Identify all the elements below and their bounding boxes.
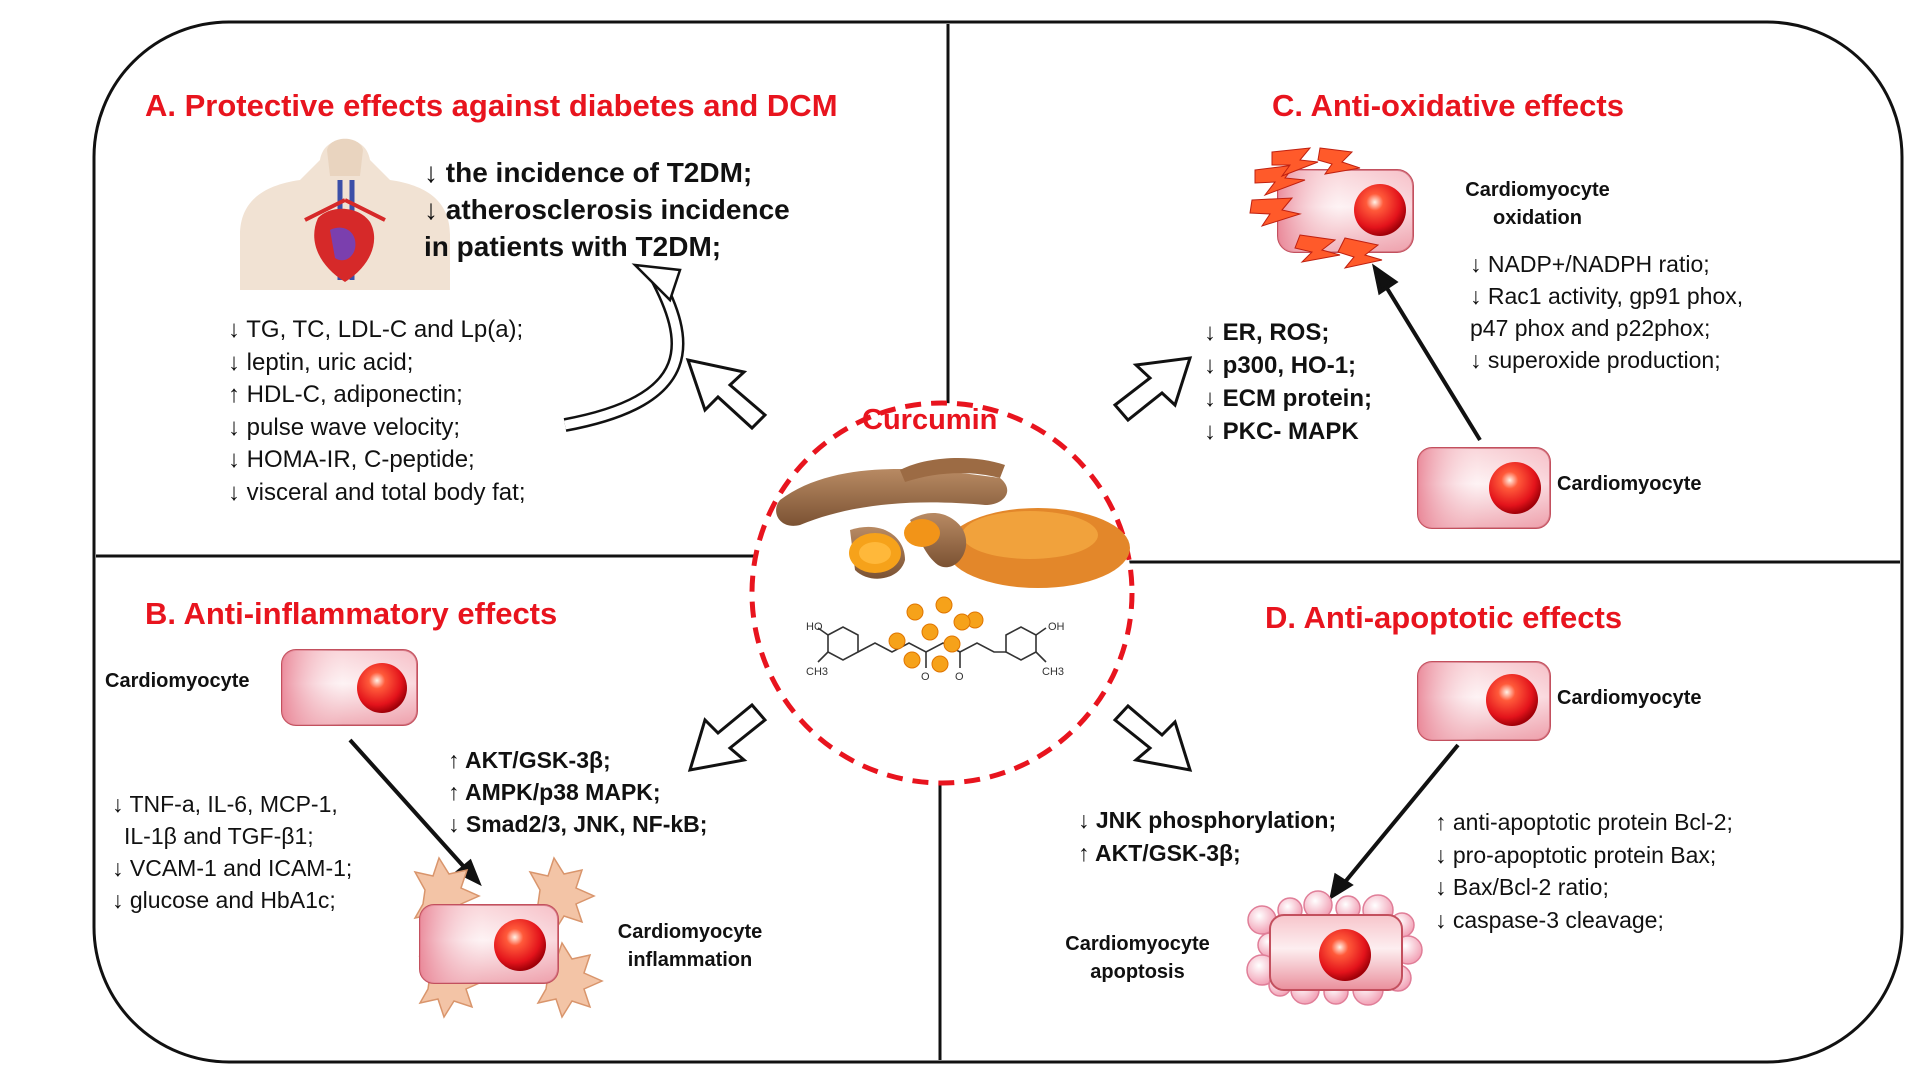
label-ch3-left: CH3 [806, 666, 828, 678]
center-title: Curcumin [862, 404, 998, 436]
cell-c-oxidation [1249, 147, 1414, 269]
panel-a-title: A. Protective effects against diabetes a… [145, 88, 838, 123]
label-o-left: O [921, 671, 930, 683]
panel-b-pathways: ↑ AKT/GSK-3β; ↑ AMPK/p38 MAPK; ↓ Smad2/3… [448, 747, 708, 837]
panel-d-pathways: ↓ JNK phosphorylation; ↑ AKT/GSK-3β; [1078, 807, 1337, 866]
arrow-to-b [687, 702, 768, 772]
panel-a-headline: ↓ the incidence of T2DM; ↓ atheroscleros… [424, 157, 790, 262]
arrow-to-a [685, 357, 768, 431]
panel-d-result-label: Cardiomyocyte apoptosis [1065, 933, 1210, 983]
label-oh: OH [1048, 621, 1065, 633]
panel-b-title: B. Anti-inflammatory effects [145, 596, 558, 631]
panel-d-title: D. Anti-apoptotic effects [1265, 600, 1623, 635]
human-chest-icon [240, 138, 450, 290]
electron-dots [888, 596, 984, 673]
label-o-right: O [955, 671, 964, 683]
panel-b-list: ↓ TNF-a, IL-6, MCP-1, IL-1β and TGF-β1; … [112, 791, 353, 913]
panel-c-list: ↓ NADP+/NADPH ratio; ↓ Rac1 activity, gp… [1470, 251, 1744, 373]
panel-c-title: C. Anti-oxidative effects [1272, 88, 1624, 123]
turmeric-illustration [776, 458, 1130, 588]
panel-c-cell-label: Cardiomyocyte [1557, 473, 1702, 495]
label-ch3-right: CH3 [1042, 666, 1064, 678]
process-arrows [348, 263, 1482, 901]
cell-b-top [281, 649, 418, 726]
panel-d-list: ↑ anti-apoptotic protein Bcl-2; ↓ pro-ap… [1435, 809, 1733, 933]
panel-b-cell-label: Cardiomyocyte [105, 670, 250, 692]
panel-d-cell-label: Cardiomyocyte [1557, 687, 1702, 709]
outer-frame [92, 20, 1904, 1064]
panel-a-list: ↓ TG, TC, LDL-C and Lp(a); ↓ leptin, uri… [228, 316, 526, 506]
cell-d-top [1417, 661, 1551, 741]
panel-b-result-label: Cardiomyocyte inflammation [617, 921, 763, 971]
cell-d-apoptosis [1246, 890, 1423, 1006]
arrow-to-c [1112, 356, 1193, 423]
label-ho: HO [806, 621, 823, 633]
cell-b-inflammation [413, 856, 604, 1019]
cell-c-bottom [1417, 447, 1551, 529]
arrow-to-d [1112, 703, 1193, 772]
panel-c-result-label: Cardiomyocyte oxidation [1465, 179, 1610, 229]
panel-c-pathways: ↓ ER, ROS; ↓ p300, HO-1; ↓ ECM protein; … [1204, 319, 1372, 445]
curcumin-molecule [817, 626, 1047, 668]
